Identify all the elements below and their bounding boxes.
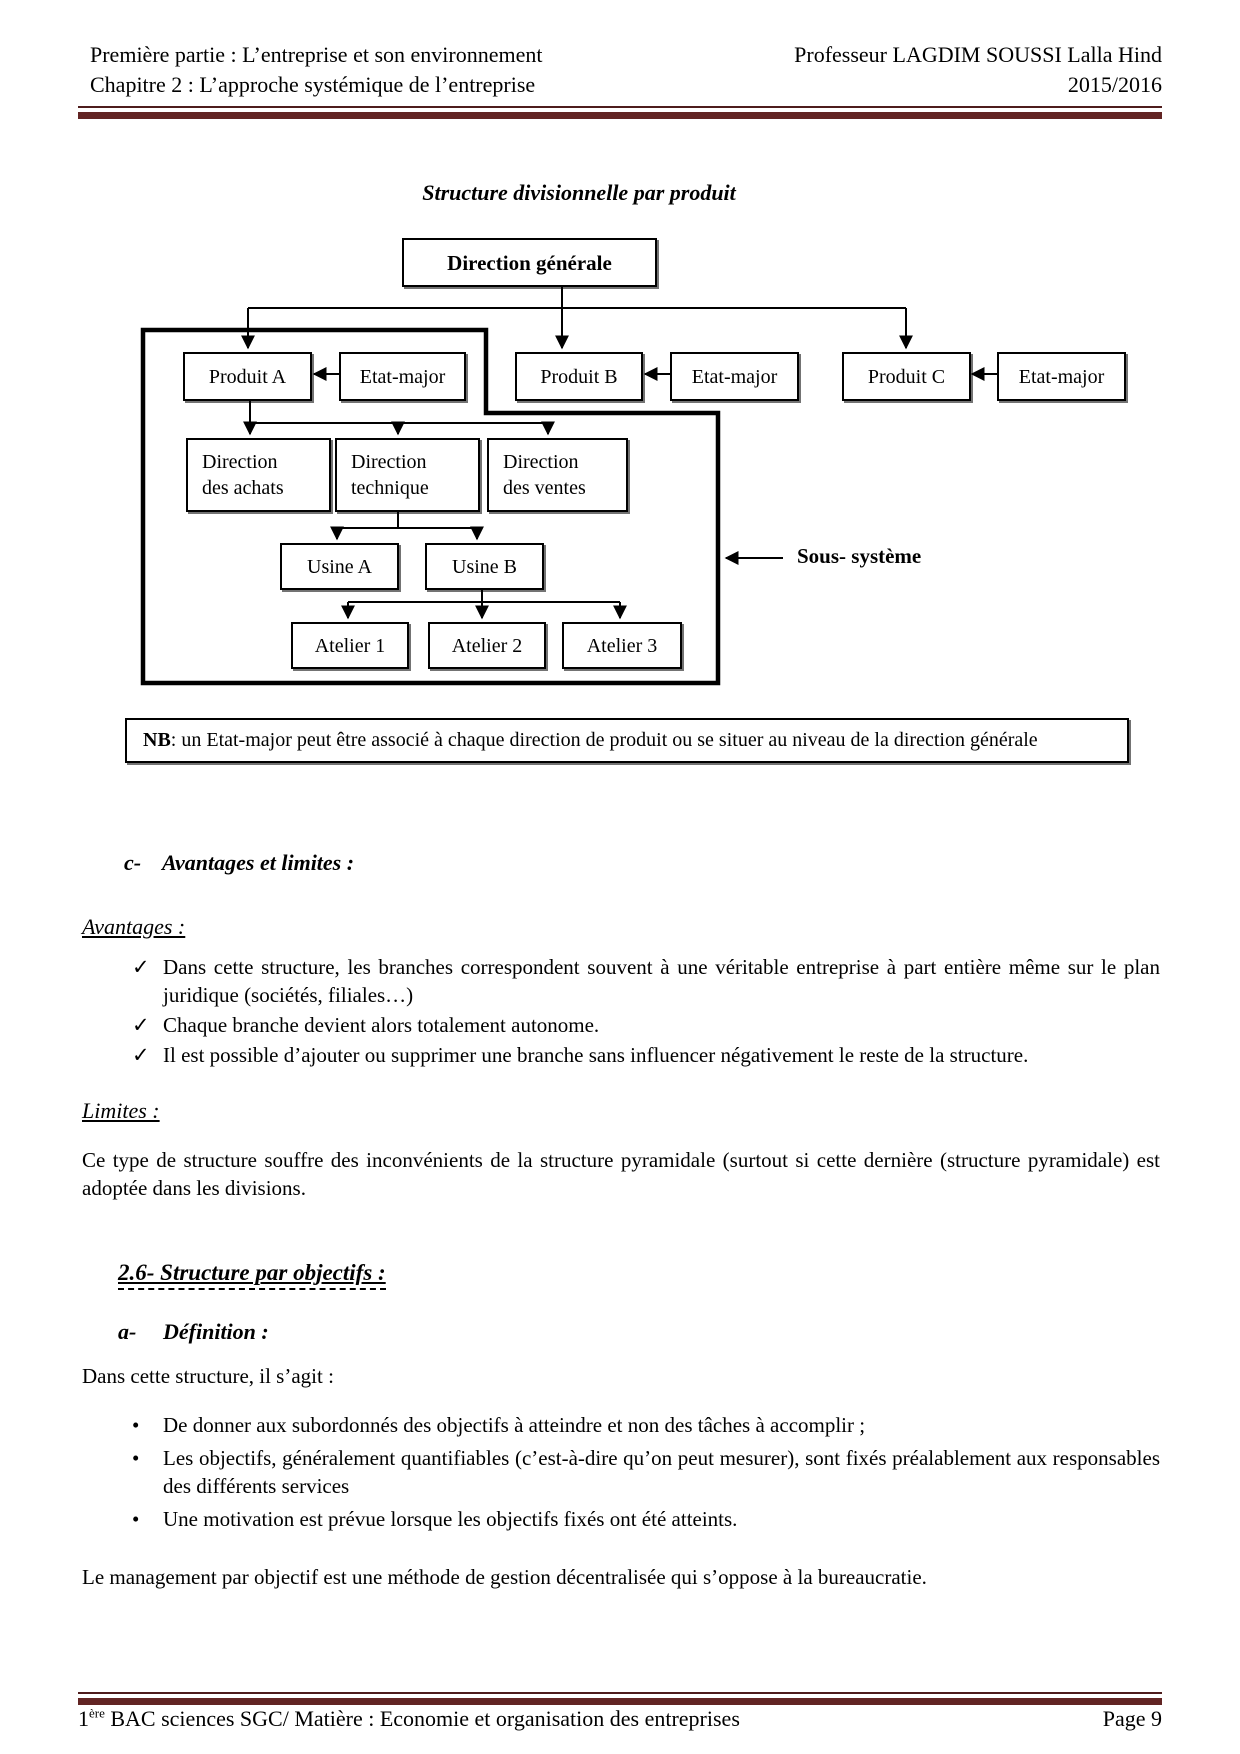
node-atelier-1: Atelier 1 bbox=[291, 622, 409, 669]
node-etat-major-c: Etat-major bbox=[997, 352, 1126, 401]
node-etat-major-b: Etat-major bbox=[670, 352, 799, 401]
node-etat-major-a: Etat-major bbox=[339, 352, 466, 401]
header-left: Première partie : L’entreprise et son en… bbox=[90, 40, 542, 100]
header-right: Professeur LAGDIM SOUSSI Lalla Hind 2015… bbox=[794, 40, 1162, 100]
heading-definition: a- Définition : bbox=[82, 1319, 1160, 1345]
nb-note-box: NB : un Etat-major peut être associé à c… bbox=[125, 718, 1129, 763]
header-rule bbox=[78, 106, 1162, 121]
node-produit-a: Produit A bbox=[183, 352, 312, 401]
heading-structure-objectifs: 2.6- Structure par objectifs : bbox=[82, 1259, 1160, 1290]
header-part-title: Première partie : L’entreprise et son en… bbox=[90, 42, 543, 67]
node-produit-c: Produit C bbox=[842, 352, 971, 401]
diagram-title: Structure divisionnelle par produit bbox=[422, 180, 736, 205]
heading-c-text: Avantages et limites : bbox=[162, 850, 355, 875]
heading-c-prefix: c- bbox=[124, 850, 142, 875]
node-usine-b: Usine B bbox=[425, 543, 544, 590]
node-usine-a: Usine A bbox=[280, 543, 399, 590]
check-bullet-icon: ✓ bbox=[132, 1043, 150, 1067]
node-atelier-2: Atelier 2 bbox=[428, 622, 546, 669]
header-professor: Professeur LAGDIM SOUSSI Lalla Hind bbox=[794, 42, 1162, 67]
list-item: • De donner aux subordonnés des objectif… bbox=[132, 1413, 866, 1437]
definition-list: • De donner aux subordonnés des objectif… bbox=[82, 1411, 1160, 1533]
nb-text: : un Etat-major peut être associé à chaq… bbox=[170, 729, 1038, 751]
dot-bullet-icon: • bbox=[132, 1507, 140, 1531]
list-item: • Les objectifs, généralement quantifiab… bbox=[132, 1446, 1160, 1498]
header-chapter-title: Chapitre 2 : L’approche systémique de l’… bbox=[90, 72, 536, 97]
list-item: ✓ Il est possible d’ajouter ou supprimer… bbox=[132, 1043, 1029, 1067]
page-footer: 1ère BAC sciences SGC/ Matière : Economi… bbox=[78, 1706, 1162, 1732]
node-direction-generale: Direction générale bbox=[402, 238, 657, 287]
list-item: • Une motivation est prévue lorsque les … bbox=[132, 1507, 738, 1531]
subheading-limites: Limites : bbox=[82, 1098, 160, 1123]
definition-intro: Dans cette structure, il s’agit : bbox=[82, 1364, 334, 1388]
limites-paragraph: Ce type de structure souffre des inconvé… bbox=[82, 1148, 1160, 1200]
heading-a-prefix: a- bbox=[118, 1319, 137, 1344]
heading-a-text: Définition : bbox=[163, 1319, 269, 1344]
subheading-avantages: Avantages : bbox=[82, 914, 186, 939]
avantages-list: ✓ Dans cette structure, les branches cor… bbox=[82, 953, 1160, 1069]
heading-avantages-limites: c- Avantages et limites : bbox=[82, 850, 1160, 876]
check-bullet-icon: ✓ bbox=[132, 1013, 150, 1037]
node-direction-achats: Direction des achats bbox=[186, 438, 331, 512]
node-direction-ventes: Direction des ventes bbox=[487, 438, 628, 512]
closing-paragraph: Le management par objectif est une métho… bbox=[82, 1565, 927, 1589]
node-atelier-3: Atelier 3 bbox=[562, 622, 682, 669]
check-bullet-icon: ✓ bbox=[132, 955, 150, 979]
header-year: 2015/2016 bbox=[1067, 72, 1162, 97]
footer-course: 1ère BAC sciences SGC/ Matière : Economi… bbox=[78, 1705, 740, 1731]
list-item: ✓ Chaque branche devient alors totalemen… bbox=[132, 1013, 600, 1037]
nb-label: NB bbox=[143, 729, 171, 751]
list-item: ✓ Dans cette structure, les branches cor… bbox=[132, 955, 1160, 1007]
sous-systeme-boundary bbox=[140, 327, 721, 686]
sous-systeme-label: Sous- système bbox=[797, 544, 922, 568]
node-direction-technique: Direction technique bbox=[335, 438, 480, 512]
page-header: Première partie : L’entreprise et son en… bbox=[78, 40, 1162, 100]
node-produit-b: Produit B bbox=[515, 352, 643, 401]
footer-superscript: ère bbox=[89, 1705, 105, 1721]
body-content: c- Avantages et limites : Avantages : ✓ … bbox=[82, 850, 1160, 1612]
dot-bullet-icon: • bbox=[132, 1446, 140, 1470]
footer-rule bbox=[78, 1692, 1162, 1707]
footer-page-number: Page 9 bbox=[1102, 1706, 1162, 1731]
dot-bullet-icon: • bbox=[132, 1413, 140, 1437]
